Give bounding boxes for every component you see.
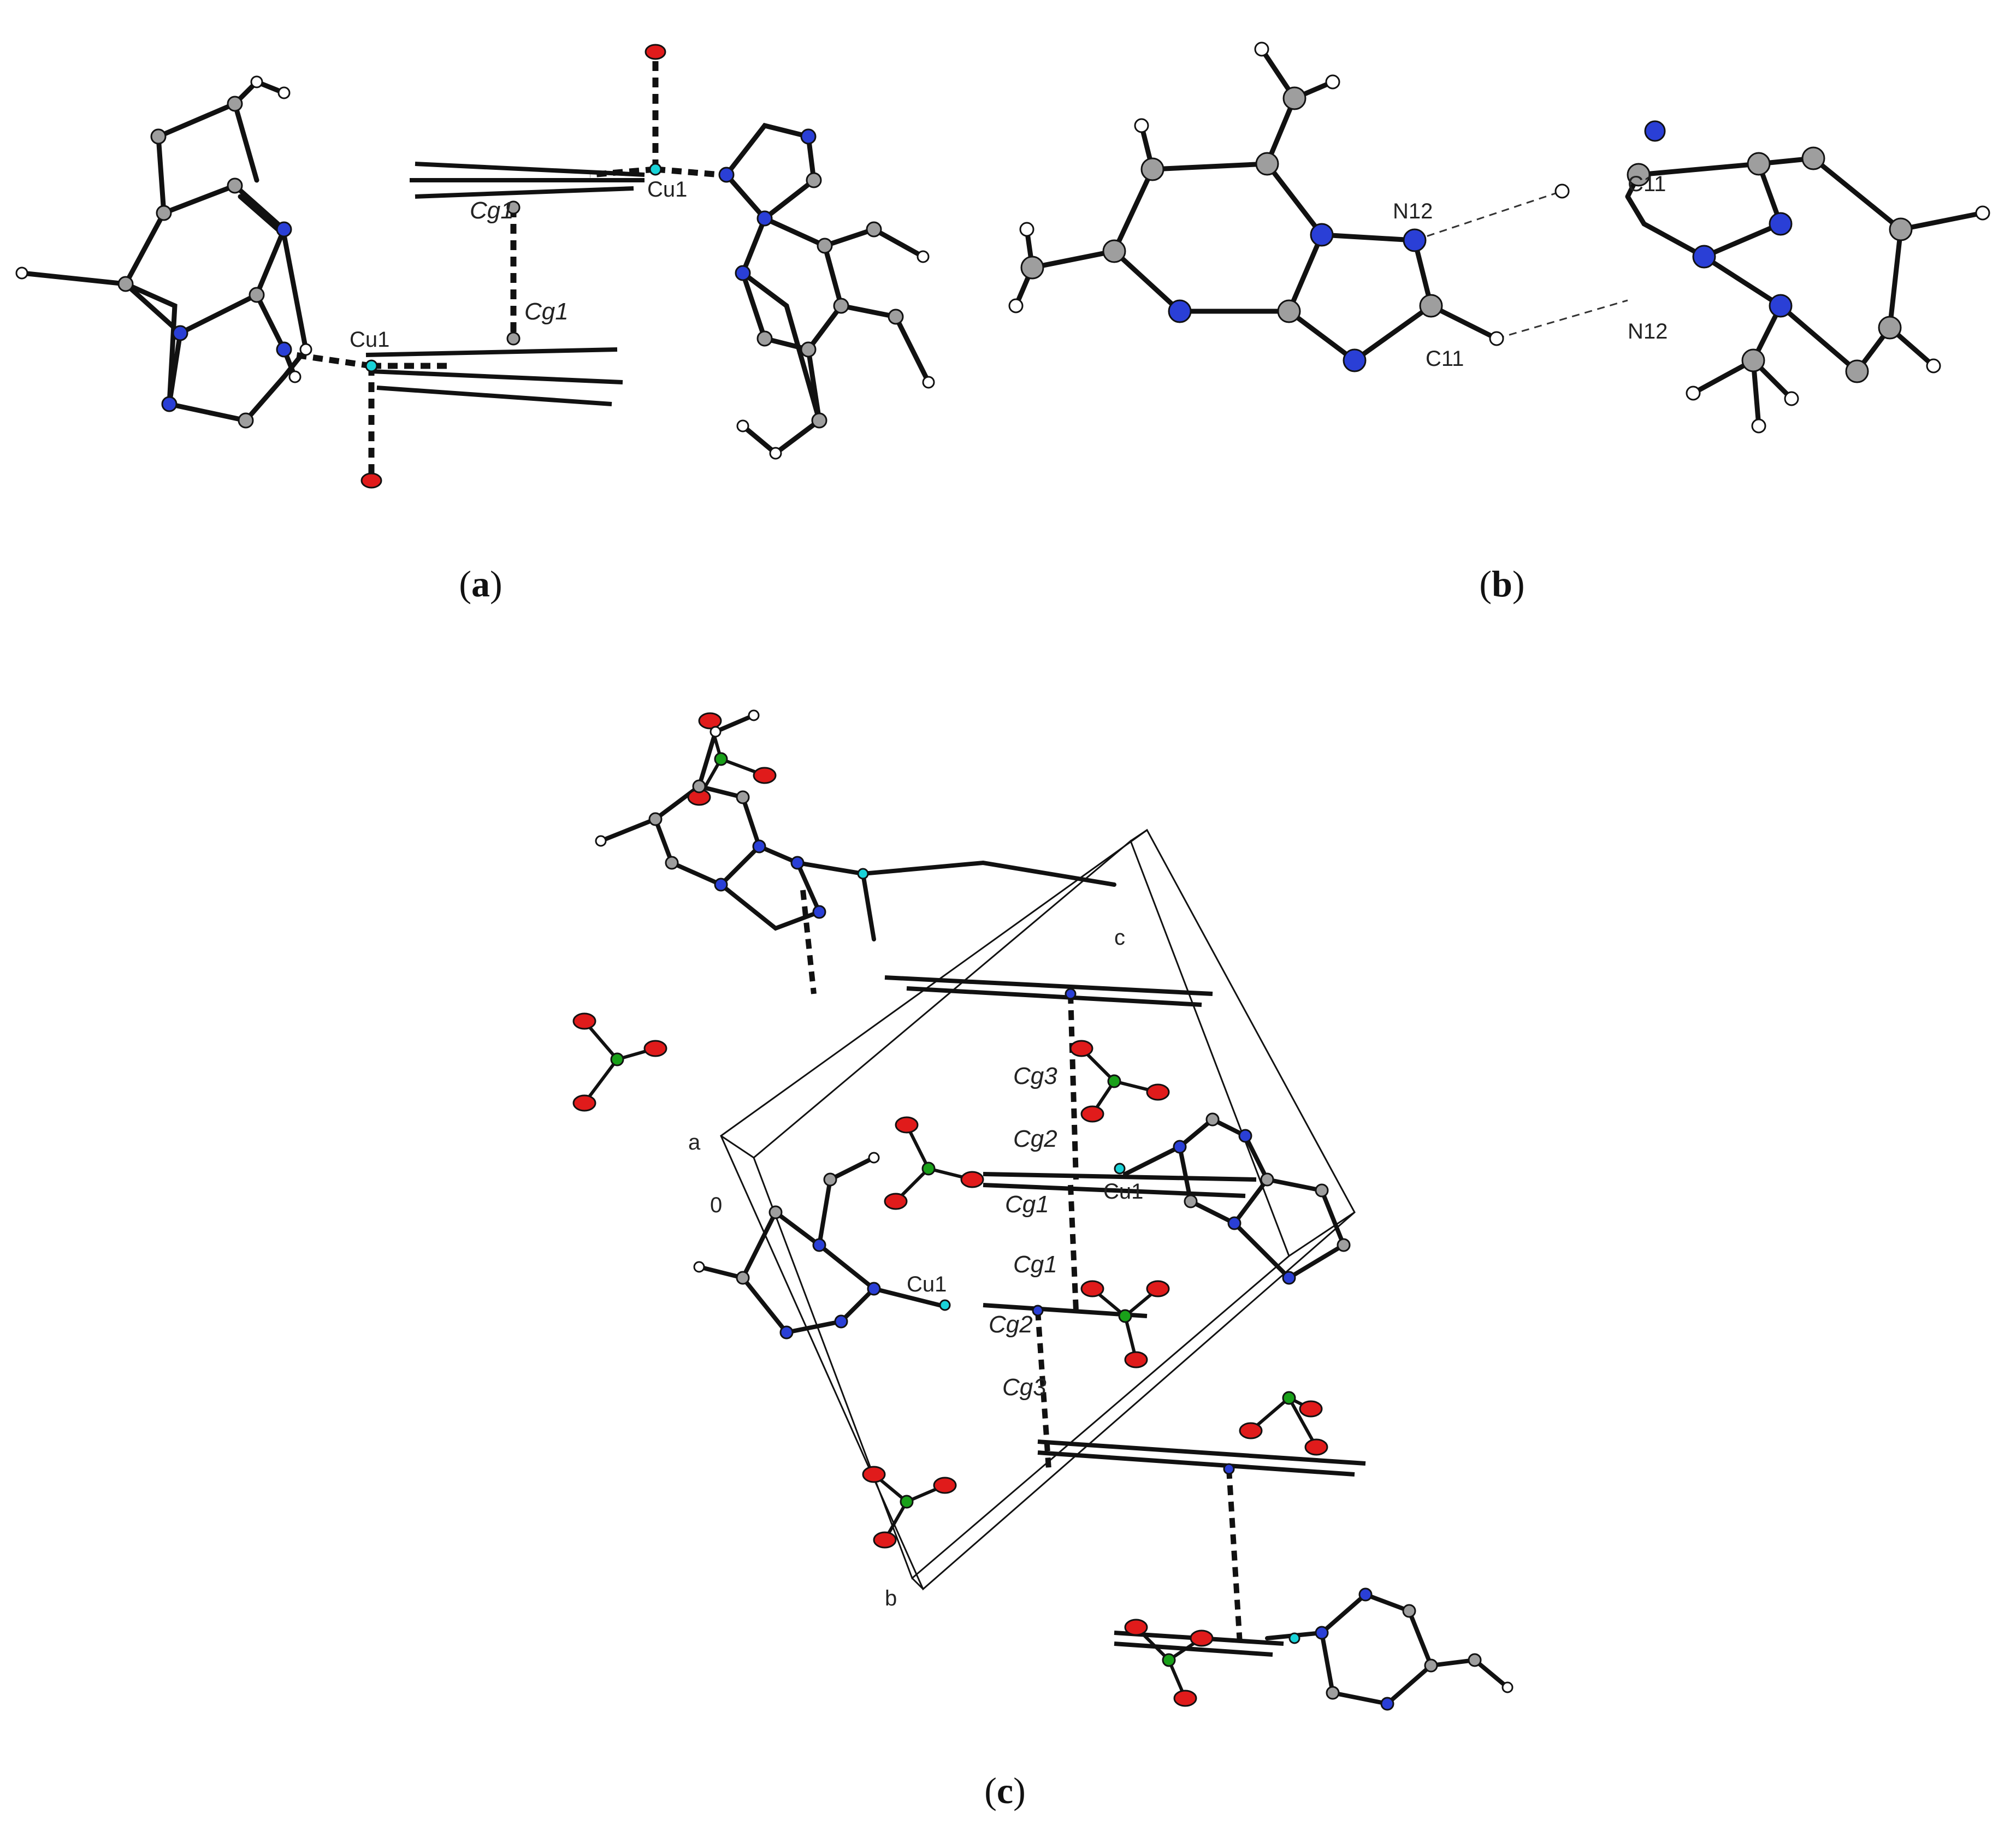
panel-b-right-molecule bbox=[1625, 156, 1985, 429]
panel-a-structure: Cu1 Cu1 Cg1 Cg1 bbox=[15, 44, 935, 489]
copper-atom bbox=[857, 868, 869, 880]
panel-c-cg1-lower-label: Cg1 bbox=[1013, 1251, 1057, 1278]
panel-b-hbond-dashes bbox=[1414, 190, 1628, 340]
panel-a-cg1-bottom-label: Cg1 bbox=[524, 298, 569, 325]
oxygen-atom bbox=[645, 44, 666, 60]
oxygen-atom bbox=[360, 472, 382, 489]
copper-atom bbox=[1114, 1163, 1126, 1175]
panel-c-cu1-upper-label: Cu1 bbox=[1103, 1180, 1143, 1204]
copper-atom bbox=[1288, 1632, 1300, 1644]
copper-atom bbox=[365, 359, 378, 372]
panel-c-packing: c a 0 b Cg3 Cg2 Cu1 Cg1 Cg1 Cu1 Cg2 Cg3 bbox=[572, 709, 1514, 1711]
panel-a-lower-phenyl-stack bbox=[365, 347, 623, 406]
panel-c-cg1-upper-label: Cg1 bbox=[1005, 1191, 1049, 1218]
panel-a-atoms bbox=[15, 44, 935, 489]
panel-c-side-ligands bbox=[697, 1117, 1510, 1706]
panel-a-dashed-contacts bbox=[294, 52, 722, 481]
panel-a-cu1-bottom-label: Cu1 bbox=[350, 328, 389, 352]
copper-atom bbox=[939, 1299, 951, 1311]
panel-c-cg3-upper-label: Cg3 bbox=[1013, 1063, 1057, 1089]
panel-c-caption: (c) bbox=[984, 1770, 1026, 1811]
panel-b-n12-right-label: N12 bbox=[1628, 319, 1668, 343]
panel-a-cg1-top-label: Cg1 bbox=[470, 197, 514, 224]
panel-c-origin-label: 0 bbox=[710, 1193, 722, 1217]
panel-c-ligand-upper-left bbox=[599, 713, 1116, 941]
panel-c-axis-c-label: c bbox=[1114, 926, 1125, 950]
panel-b-n12-left-label: N12 bbox=[1393, 199, 1433, 223]
panel-b-structure: N12 C11 C11 N12 bbox=[1008, 42, 1990, 434]
copper-atom bbox=[649, 163, 662, 176]
panel-c-atoms bbox=[572, 709, 1514, 1711]
panel-c-cg3-lower-label: Cg3 bbox=[1002, 1374, 1047, 1401]
panel-c-cg2-upper-label: Cg2 bbox=[1013, 1125, 1057, 1152]
panel-a-right-ligand bbox=[724, 122, 931, 457]
panel-a-upper-phenyl-stack bbox=[410, 162, 645, 199]
panel-b-c11-left-label: C11 bbox=[1426, 347, 1464, 371]
panel-c-dashed-contacts bbox=[800, 890, 1243, 1644]
panel-b-caption: (b) bbox=[1479, 563, 1525, 605]
panel-a-cu1-top-label: Cu1 bbox=[647, 177, 687, 202]
panel-c-cu1-lower-label: Cu1 bbox=[907, 1272, 947, 1296]
panel-c-cg2-lower-label: Cg2 bbox=[989, 1311, 1033, 1338]
panel-c-unit-cell bbox=[720, 828, 1356, 1591]
panel-b-atoms bbox=[1008, 42, 1990, 434]
panel-c-axis-a-label: a bbox=[688, 1130, 701, 1154]
panel-b-c11-right-label: C11 bbox=[1628, 172, 1666, 196]
panel-a-caption: (a) bbox=[459, 563, 502, 605]
panel-c-axis-b-label: b bbox=[885, 1586, 897, 1610]
